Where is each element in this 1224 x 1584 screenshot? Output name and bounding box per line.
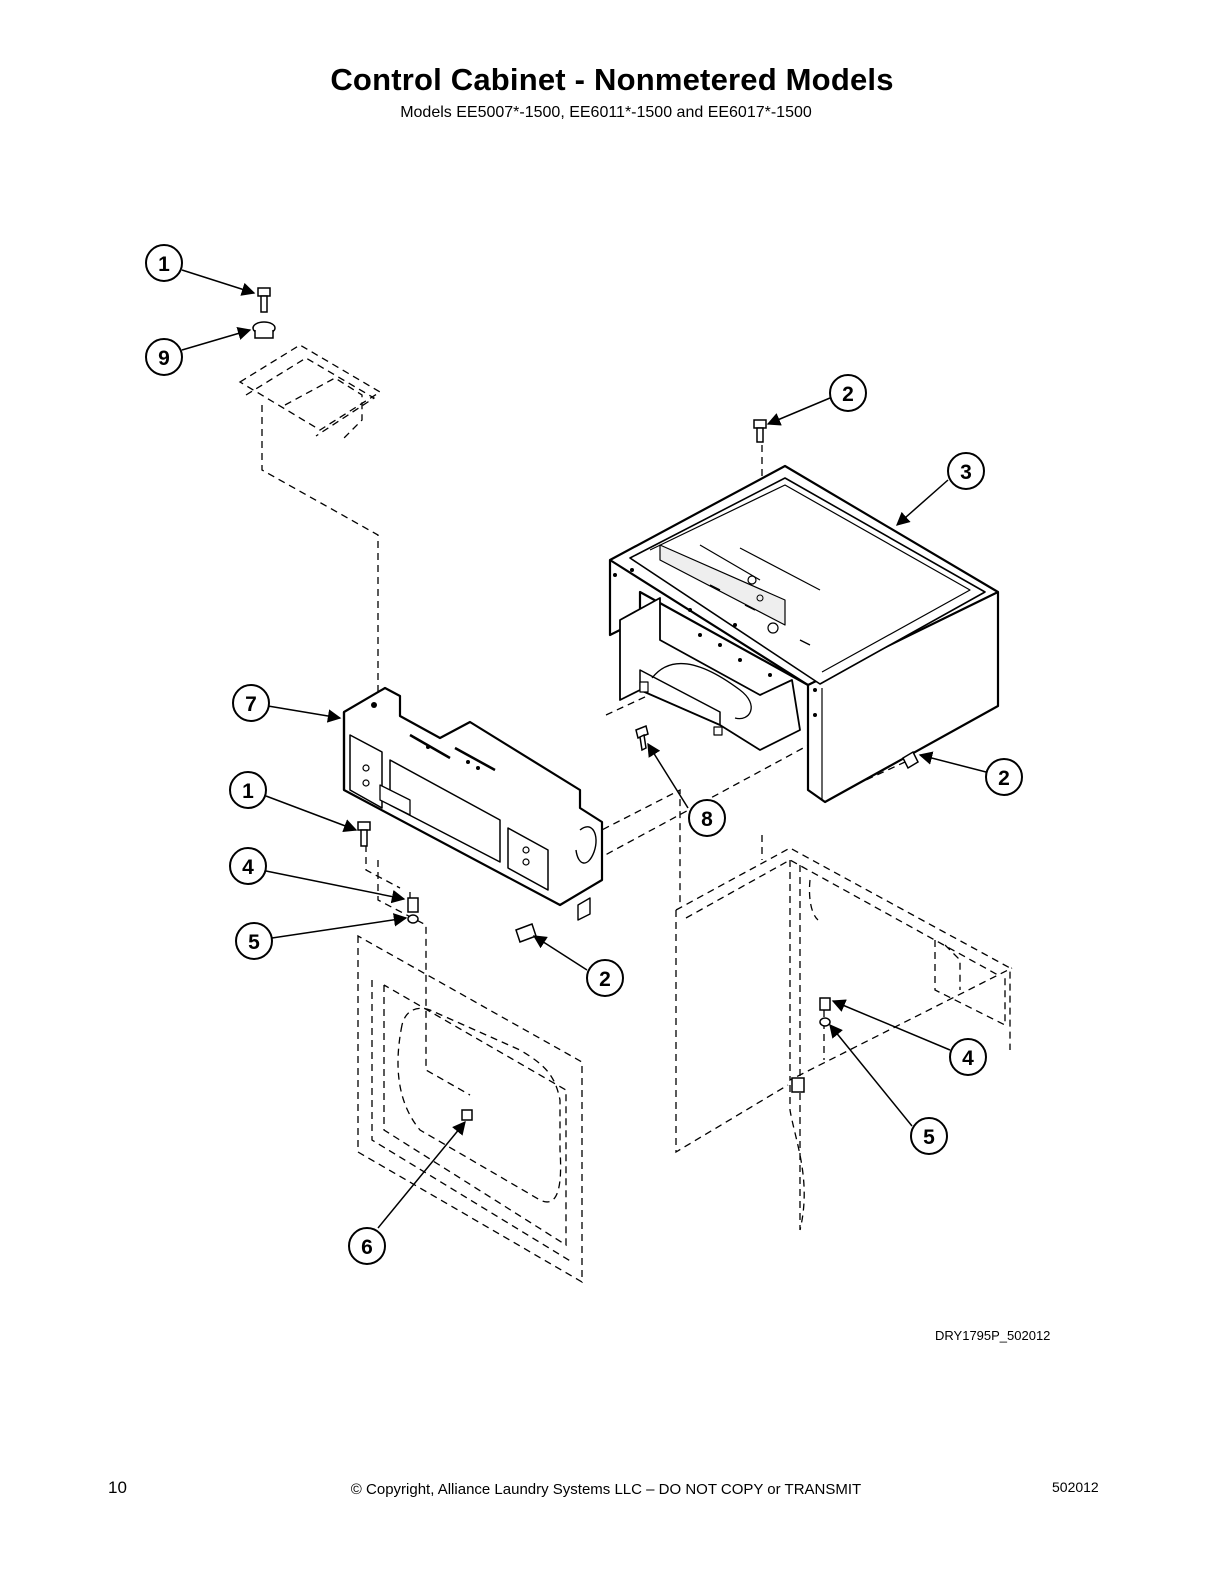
svg-text:4: 4: [962, 1047, 974, 1070]
callout-1-lower: 1: [229, 771, 267, 809]
svg-text:4: 4: [242, 856, 254, 879]
callout-7: 7: [232, 684, 270, 722]
svg-text:5: 5: [923, 1126, 935, 1149]
callout-6: 6: [348, 1227, 386, 1265]
svg-text:5: 5: [248, 931, 260, 954]
svg-text:7: 7: [245, 693, 257, 716]
svg-text:2: 2: [599, 968, 611, 991]
callout-4-right: 4: [949, 1038, 987, 1076]
callout-2-top: 2: [829, 374, 867, 412]
svg-text:2: 2: [998, 767, 1010, 790]
callout-4-left: 4: [229, 847, 267, 885]
hardware-screws: [252, 287, 919, 1121]
callout-3: 3: [947, 452, 985, 490]
leader-lines: [181, 269, 987, 1229]
callout-2-lower: 2: [586, 959, 624, 997]
callout-8: 8: [688, 799, 726, 837]
svg-text:9: 9: [158, 347, 170, 370]
figure-id: DRY1795P_502012: [935, 1328, 1051, 1343]
callout-5-right: 5: [910, 1117, 948, 1155]
svg-text:3: 3: [960, 461, 972, 484]
svg-text:1: 1: [158, 253, 170, 276]
svg-text:6: 6: [361, 1236, 373, 1259]
svg-text:1: 1: [242, 780, 254, 803]
callout-2-right: 2: [985, 758, 1023, 796]
page-subtitle: Models EE5007*-1500, EE6011*-1500 and EE…: [400, 104, 812, 121]
callouts: 1 9 2 3 7 8 2 1 4 5 2 4 5 6: [145, 244, 1023, 1265]
phantom-outlines: [238, 344, 1013, 1284]
document-number: 502012: [1052, 1479, 1099, 1495]
control-panel-bracket-part: [342, 686, 604, 921]
copyright-notice: © Copyright, Alliance Laundry Systems LL…: [350, 1481, 862, 1498]
svg-text:2: 2: [842, 383, 854, 406]
callout-1-top: 1: [145, 244, 183, 282]
callout-5-left: 5: [235, 922, 273, 960]
control-cabinet-part: [608, 464, 1000, 804]
callout-9: 9: [145, 338, 183, 376]
svg-text:8: 8: [701, 808, 713, 831]
page-title: Control Cabinet - Nonmetered Models: [330, 62, 894, 97]
page-number: 10: [108, 1478, 127, 1497]
